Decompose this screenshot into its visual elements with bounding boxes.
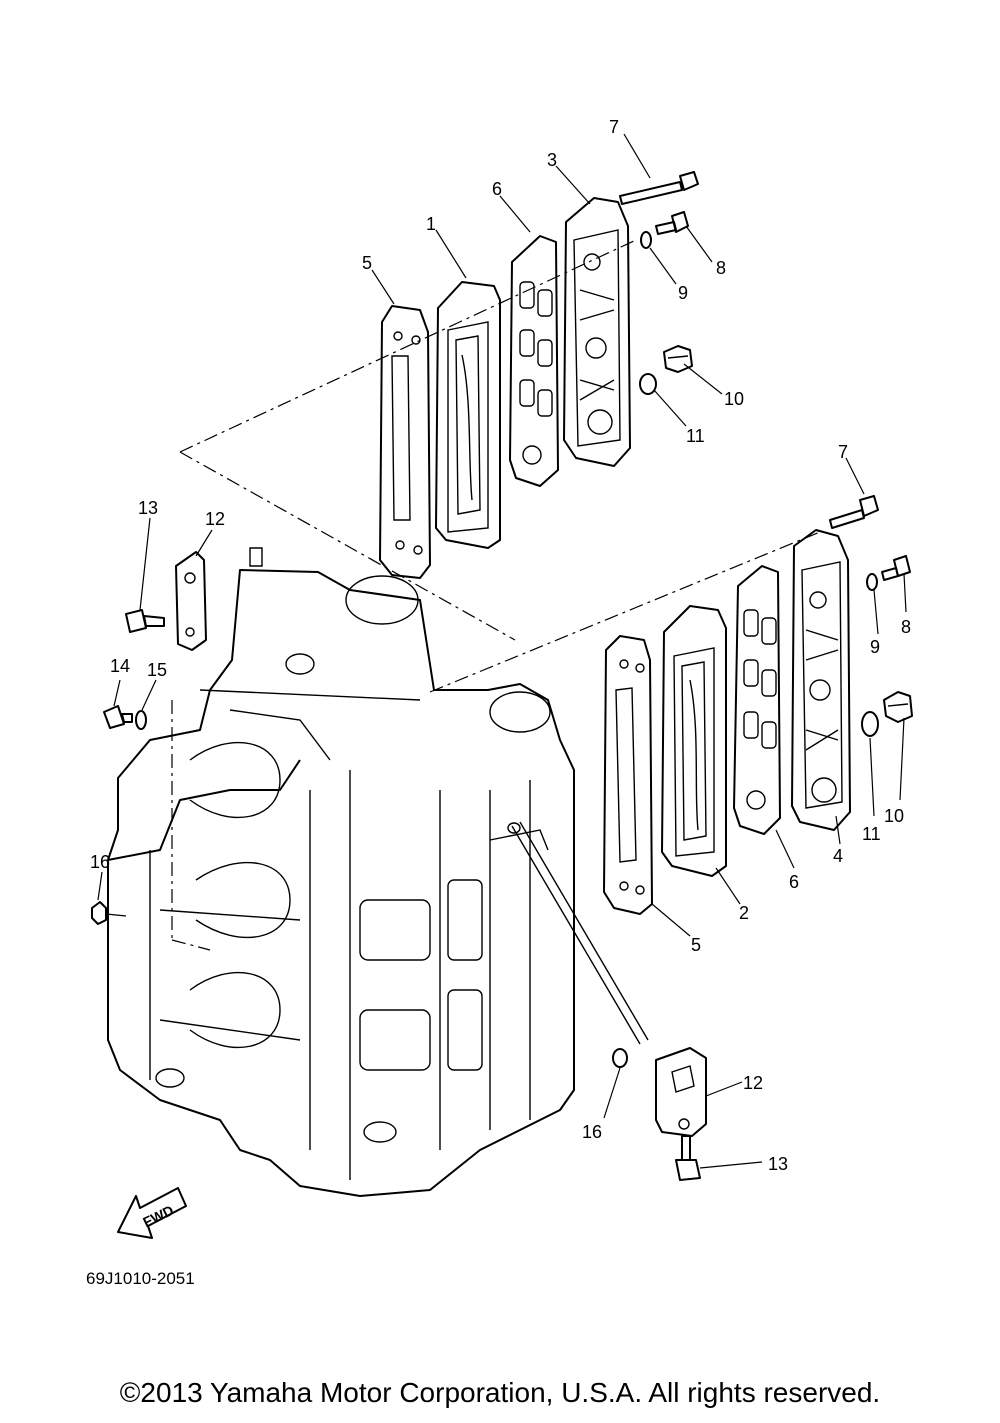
- bracket-lower-12: [655, 1047, 707, 1137]
- leader-lines: [97, 133, 907, 1169]
- plug-left-16: [91, 901, 107, 925]
- callout-9-lower: 9: [870, 637, 880, 657]
- exhaust-cover-upper-1: [435, 281, 501, 549]
- callout-6-upper: 6: [492, 179, 502, 199]
- callout-6-lower: 6: [789, 872, 799, 892]
- callout-4: 4: [833, 846, 843, 866]
- callout-1: 1: [426, 214, 436, 234]
- callout-10-lower: 10: [884, 806, 904, 826]
- exhaust-cover-lower-2: [661, 605, 727, 877]
- callout-11-upper: 11: [686, 426, 705, 446]
- bolt-upper-8: [655, 211, 689, 235]
- bolt-lower-7: [829, 495, 879, 529]
- callout-2: 2: [739, 903, 749, 923]
- callout-12-lower: 12: [743, 1073, 763, 1093]
- callout-13-lower: 13: [768, 1154, 788, 1174]
- washer-upper-11: [639, 373, 657, 395]
- callout-15: 15: [147, 660, 167, 680]
- callout-labels: 7 3 6 1 5 8 9 10 11 7 13 12 8 9 14 15 10…: [90, 117, 911, 1174]
- callout-13-upper: 13: [138, 498, 158, 518]
- plug-lower-10: [883, 691, 913, 723]
- bracket-upper-12: [175, 551, 207, 651]
- callout-5-upper: 5: [362, 253, 372, 273]
- callout-8-upper: 8: [716, 258, 726, 278]
- washer-15: [135, 710, 147, 730]
- plate-lower-6: [733, 565, 781, 835]
- bolt-lower-8: [881, 555, 911, 581]
- plug-lower-16: [612, 1048, 628, 1068]
- dipstick-rod: [507, 821, 649, 1045]
- fwd-arrow-icon: FWD: [117, 1187, 187, 1239]
- callout-5-lower: 5: [691, 935, 701, 955]
- callout-16-lower: 16: [582, 1122, 602, 1142]
- callout-11-lower: 11: [862, 824, 881, 844]
- cover-upper-3: [563, 197, 631, 467]
- bolt-upper-13: [125, 609, 165, 633]
- upper-assembly: [179, 171, 699, 641]
- bolt-14: [103, 705, 133, 729]
- callout-14: 14: [110, 656, 130, 676]
- copyright-notice: ©2013 Yamaha Motor Corporation, U.S.A. A…: [119, 1377, 881, 1408]
- bolt-lower-13: [675, 1135, 701, 1181]
- bolt-upper-7: [619, 171, 699, 205]
- washer-lower-11: [861, 711, 879, 737]
- callout-10-upper: 10: [724, 389, 744, 409]
- callout-9-upper: 9: [678, 283, 688, 303]
- callout-8-lower: 8: [901, 617, 911, 637]
- callout-7-lower: 7: [838, 442, 848, 462]
- plug-upper-10: [663, 345, 693, 373]
- callout-7-upper: 7: [609, 117, 619, 137]
- gasket-upper-5: [379, 305, 431, 579]
- callout-12-upper: 12: [205, 509, 225, 529]
- gasket-lower-5: [603, 635, 653, 915]
- washer-lower-9: [866, 573, 878, 591]
- plate-upper-6: [509, 235, 559, 487]
- callout-16-left: 16: [90, 852, 110, 872]
- callout-3: 3: [547, 150, 557, 170]
- cover-lower-4: [791, 529, 851, 831]
- washer-upper-9: [640, 231, 652, 249]
- lower-right-assembly: [429, 495, 913, 915]
- reference-code: 69J1010-2051: [86, 1269, 195, 1288]
- cylinder-block: [107, 547, 575, 1197]
